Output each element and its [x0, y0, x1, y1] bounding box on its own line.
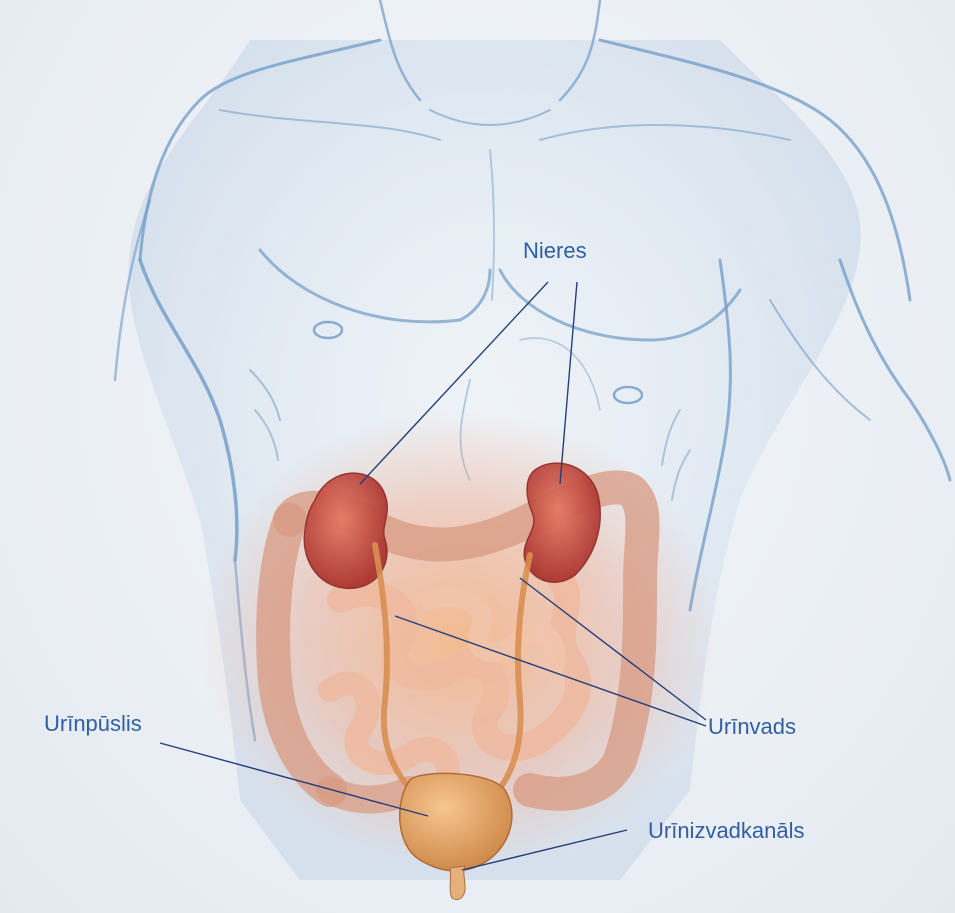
label-bladder: Urīnpūslis [44, 713, 142, 735]
label-ureter: Urīnvads [708, 716, 796, 738]
urethra-shape [450, 866, 465, 900]
bladder-group [400, 773, 512, 899]
label-kidneys: Nieres [523, 240, 587, 262]
label-urethra: Urīnizvadkanāls [648, 820, 805, 842]
